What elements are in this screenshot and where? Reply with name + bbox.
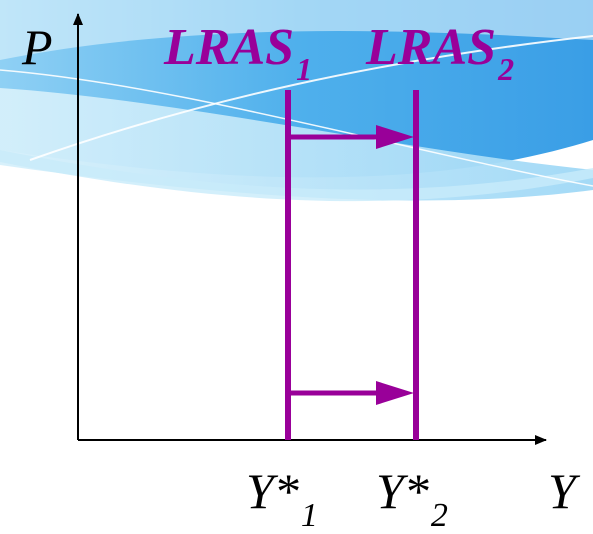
banner-background: [0, 0, 593, 210]
shift-arrow-bottom: [288, 381, 414, 405]
p-axis-label: P: [21, 19, 53, 75]
y-star-1-label: Y*1: [246, 463, 318, 534]
y-star-2-label: Y*2: [376, 463, 448, 534]
y-axis-label: Y: [548, 463, 581, 519]
